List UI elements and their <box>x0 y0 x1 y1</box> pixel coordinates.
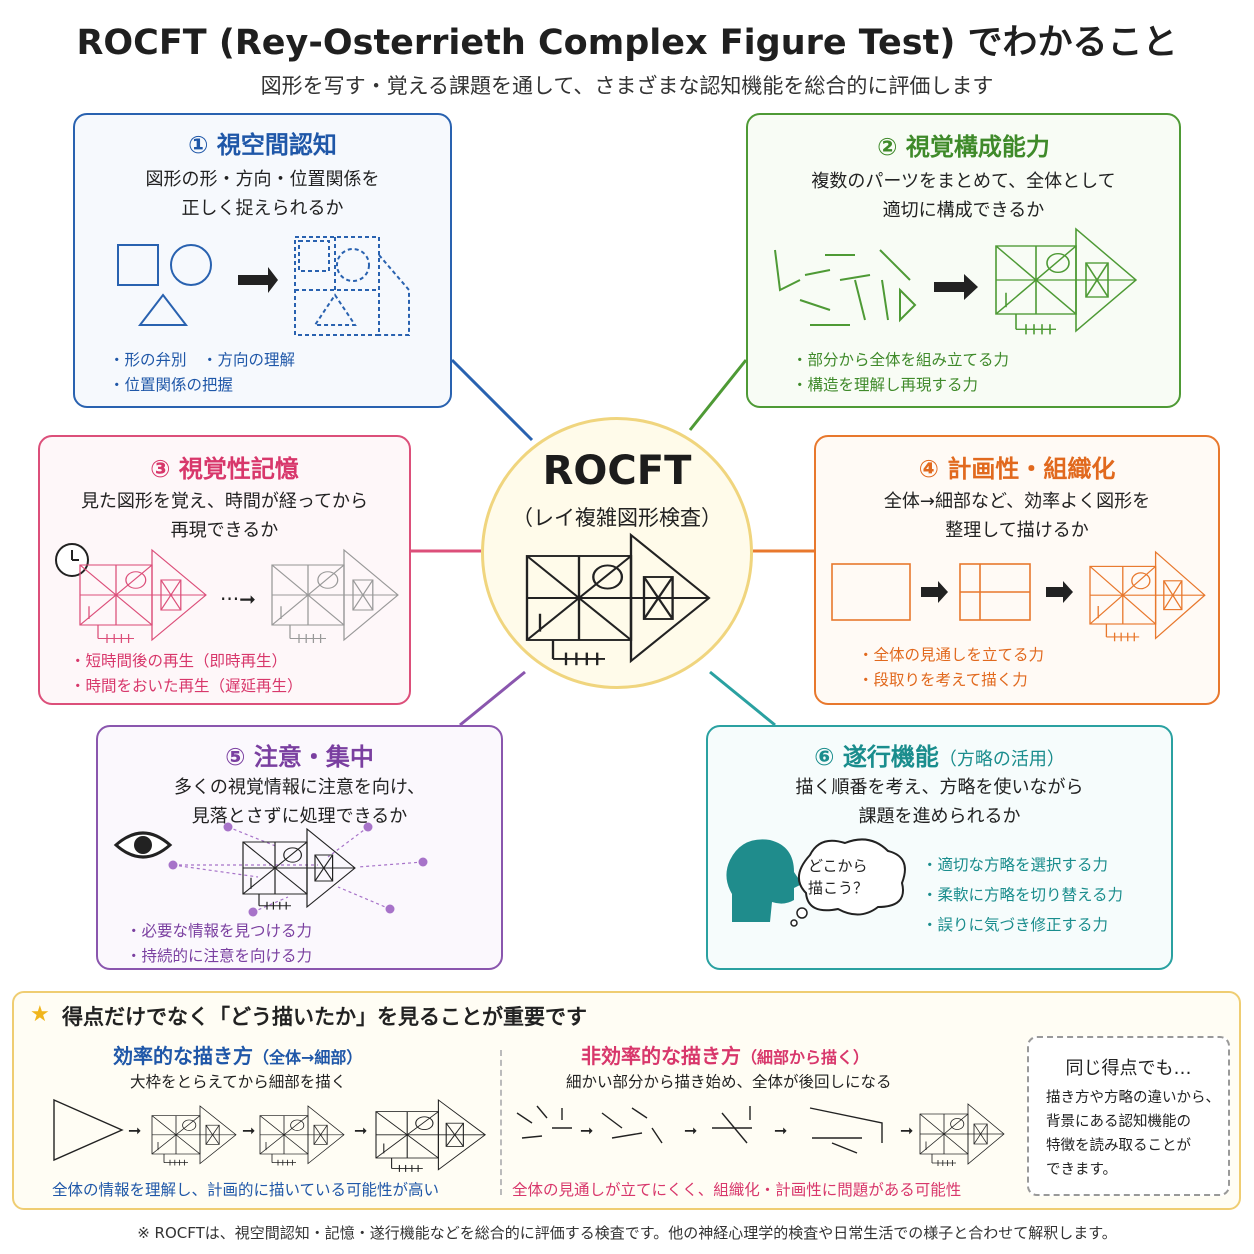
center-circle <box>481 417 753 689</box>
card-desc-line2: 見落とさずに処理できるか <box>191 806 408 827</box>
rey-figure-center <box>525 533 711 667</box>
card-visual-memory: ③ 視覚性記憶 見た図形を覚え、時間が経ってから 再現できるか ···➞ ・短時… <box>38 435 411 705</box>
bottom-divider <box>500 1050 502 1195</box>
svg-text:➞: ➞ <box>900 1121 913 1140</box>
eye-icon <box>113 831 173 859</box>
card-bullet: ・持続的に注意を向ける力 <box>126 947 313 965</box>
shapes-illustration <box>117 236 410 336</box>
side-note-line: 背景にある認知機能の <box>1046 1114 1191 1130</box>
rey-figure-pink <box>79 549 207 644</box>
side-note-line: 描き方や方略の違いから、 <box>1046 1090 1220 1106</box>
svg-text:➞: ➞ <box>128 1121 141 1140</box>
efficient-sequence: ➞ ➞ ➞ <box>53 1098 486 1173</box>
efficient-caption: 全体の情報を理解し、計画的に描いている可能性が高い <box>52 1181 440 1199</box>
svg-text:➞: ➞ <box>242 1121 255 1140</box>
inefficient-title: 非効率的な描き方 <box>581 1044 741 1068</box>
card-attention: ⑤ 注意・集中 多くの視覚情報に注意を向け、 見落とさずに処理できるか ・必要な… <box>96 725 503 970</box>
thought-bubble <box>790 838 906 927</box>
card-bullet: ・柔軟に方略を切り替える力 <box>922 886 1124 904</box>
card-heading: ③ 視覚性記憶 <box>150 455 299 483</box>
card-visuoconstruction: ② 視覚構成能力 複数のパーツをまとめて、全体として 適切に構成できるか ・部分… <box>746 113 1181 408</box>
center-title: ROCFT <box>542 448 692 494</box>
bottom-heading: 得点だけでなく「どう描いたか」を見ることが重要です <box>62 1005 587 1029</box>
card-bullet: ・時間をおいた再生（遅延再生） <box>70 677 303 695</box>
star-icon: ★ <box>30 1002 50 1027</box>
side-note-box <box>1027 1036 1230 1196</box>
svg-text:➞: ➞ <box>684 1121 697 1140</box>
card-heading: ⑤ 注意・集中 <box>225 743 374 771</box>
card-desc-line1: 図形の形・方向・位置関係を <box>145 169 380 190</box>
card-heading: ② 視覚構成能力 <box>877 133 1050 161</box>
card-bullet: ・部分から全体を組み立てる力 <box>792 351 1010 369</box>
center-subtitle: （レイ複雑図形検査） <box>512 506 722 530</box>
head-silhouette-icon <box>726 839 802 922</box>
card-heading: ⑥ 遂行機能 <box>814 743 939 771</box>
planning-steps <box>831 551 1206 642</box>
card-desc-line2: 再現できるか <box>170 520 279 541</box>
footnote: ※ ROCFTは、視空間認知・記憶・遂行機能などを総合的に評価する検査です。他の… <box>137 1224 1117 1242</box>
card-heading: ① 視空間認知 <box>188 131 337 159</box>
side-note-line: できます。 <box>1046 1162 1118 1178</box>
bubble-text: 描こう？ <box>808 879 869 897</box>
rey-figure-faded <box>271 549 399 644</box>
inefficient-sequence: ➞ ➞ ➞ ➞ <box>516 1103 1005 1167</box>
svg-text:➞: ➞ <box>774 1121 787 1140</box>
card-bullet: ・段取りを考えて描く力 <box>858 671 1028 689</box>
side-note-line: 特徴を読み取ることが <box>1046 1138 1191 1154</box>
page-subtitle: 図形を写す・覚える課題を通して、さまざまな認知機能を総合的に評価します <box>260 74 994 98</box>
parts-illustration <box>774 249 917 326</box>
inefficient-title-note: （細部から描く） <box>741 1048 870 1067</box>
page-title: ROCFT (Rey-Osterrieth Complex Figure Tes… <box>76 23 1178 63</box>
attention-figure <box>168 822 428 917</box>
card-planning: ④ 計画性・組織化 全体→細部など、効率よく図形を 整理して描けるか ・全体の見… <box>814 435 1220 705</box>
rey-figure-green <box>995 228 1137 336</box>
arrow-icon <box>934 274 978 300</box>
inefficient-caption: 全体の見通しが立てにくく、組織化・計画性に問題がある可能性 <box>512 1181 962 1199</box>
card-bullet: ・誤りに気づき修正する力 <box>922 916 1109 934</box>
bubble-text: どこから <box>808 857 868 875</box>
card-bullet: ・全体の見通しを立てる力 <box>858 646 1045 664</box>
card-visuospatial: ① 視空間認知 図形の形・方向・位置関係を 正しく捉えられるか ・形の弁別 ・方… <box>73 113 452 408</box>
card-executive-function: ⑥ 遂行機能（方略の活用） 描く順番を考え、方略を使いながら 課題を進められるか… <box>706 725 1173 970</box>
card-bullet: ・位置関係の把握 <box>109 376 234 394</box>
side-note-title: 同じ得点でも… <box>1065 1058 1192 1079</box>
card-bullet: ・形の弁別 ・方向の理解 <box>109 351 296 369</box>
card-desc-line2: 課題を進められるか <box>858 806 1021 827</box>
svg-text:➞: ➞ <box>354 1121 367 1140</box>
card-bullet: ・適切な方略を選択する力 <box>922 856 1109 874</box>
card-bullet: ・短時間後の再生（即時再生） <box>70 652 288 670</box>
efficient-title-note: （全体→細部） <box>253 1048 363 1067</box>
card-bullet: ・必要な情報を見つける力 <box>126 922 313 940</box>
inefficient-desc: 細かい部分から描き始め、全体が後回しになる <box>566 1073 892 1091</box>
efficient-desc: 大枠をとらえてから細部を描く <box>130 1073 347 1091</box>
card-desc-line2: 適切に構成できるか <box>882 200 1045 221</box>
efficient-title: 効率的な描き方 <box>113 1044 253 1068</box>
card-desc-line2: 正しく捉えられるか <box>181 198 344 219</box>
svg-text:➞: ➞ <box>580 1121 593 1140</box>
card-bullet: ・構造を理解し再現する力 <box>792 376 979 394</box>
card-desc-line1: 多くの視覚情報に注意を向け、 <box>173 777 426 798</box>
card-heading-note: （方略の活用） <box>938 749 1065 770</box>
card-desc-line1: 全体→細部など、効率よく図形を <box>883 491 1151 512</box>
card-desc-line1: 描く順番を考え、方略を使いながら <box>795 777 1084 798</box>
card-heading: ④ 計画性・組織化 <box>918 455 1116 483</box>
card-desc-line1: 複数のパーツをまとめて、全体として <box>811 171 1116 192</box>
card-desc-line1: 見た図形を覚え、時間が経ってから <box>80 491 369 512</box>
dotted-arrow: ···➞ <box>220 587 256 611</box>
card-desc-line2: 整理して描けるか <box>945 520 1089 541</box>
